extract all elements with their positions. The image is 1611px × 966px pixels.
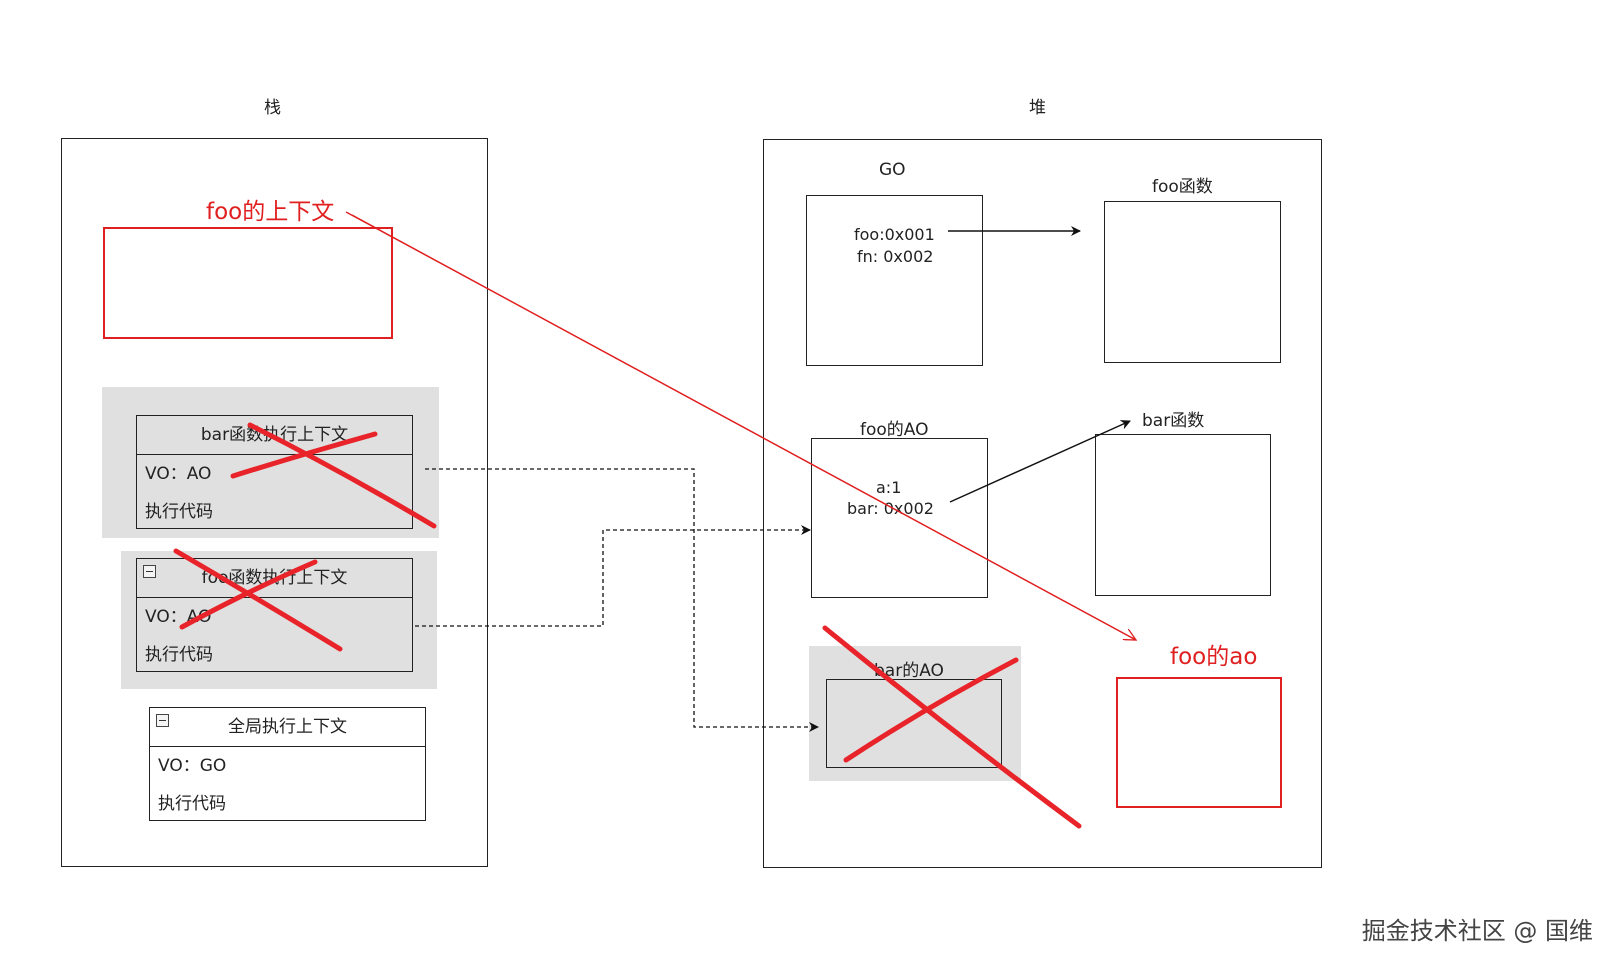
watermark: 掘金技术社区 @ 国维 [1361,917,1593,945]
bar-ao-box [826,679,1002,768]
global-context-header: 全局执行上下文 [150,708,425,747]
heap-title: 堆 [1029,98,1046,118]
global-context-header-text: 全局执行上下文 [228,717,347,737]
foo-exec-context-bg [121,551,437,689]
global-context: 全局执行上下文 VO：GO 执行代码 [149,707,426,821]
go-line1: foo:0x001 [854,225,935,244]
foo-exec-context-strike-1 [173,548,343,652]
global-context-code: 执行代码 [158,794,226,814]
global-context-vo: VO：GO [158,756,227,776]
go-line2: fn: 0x002 [857,247,934,266]
foo-ao-to-bar-function-arrow [949,420,1131,503]
collapse-icon[interactable] [156,714,169,727]
go-title: GO [879,160,906,180]
foo-function-box [1104,201,1281,363]
bar-ao-strike-1 [822,625,1082,829]
bar-context-strike-1 [247,422,437,529]
foo-exec-context-strike-2 [179,559,318,630]
bar-ao-strike-2 [843,657,1019,763]
bar-context-strike-2 [230,431,378,479]
foo-function-title: foo函数 [1152,177,1213,197]
bar-context-vo: VO：AO [145,464,212,484]
stack-title: 栈 [264,98,281,118]
heap-container [763,139,1322,868]
foo-context-label: foo的上下文 [206,199,335,225]
go-box [806,195,983,366]
foo-ao-red-label: foo的ao [1170,644,1258,670]
bar-function-box [1095,434,1271,596]
collapse-icon[interactable] [143,565,156,578]
bar-context-code: 执行代码 [145,502,213,522]
foo-ao-box [811,438,988,598]
foo-exec-context-code: 执行代码 [145,645,213,665]
foo-context-box [103,227,393,339]
stack-container [61,138,488,867]
bar-function-title: bar函数 [1142,411,1205,431]
foo-ao-red-box [1116,677,1282,808]
bar-ao-title: bar的AO [874,661,944,681]
foo-ao-title: foo的AO [860,420,929,440]
foo-ao-line1: a:1 [876,478,902,497]
foo-context-to-foo-ao-dashed-arrow [415,525,811,627]
foo-ao-line2: bar: 0x002 [847,499,934,518]
foo-context-to-foo-ao-red-line-b [351,214,1136,640]
bar-context-to-bar-ao-dashed-arrow [425,468,819,732]
